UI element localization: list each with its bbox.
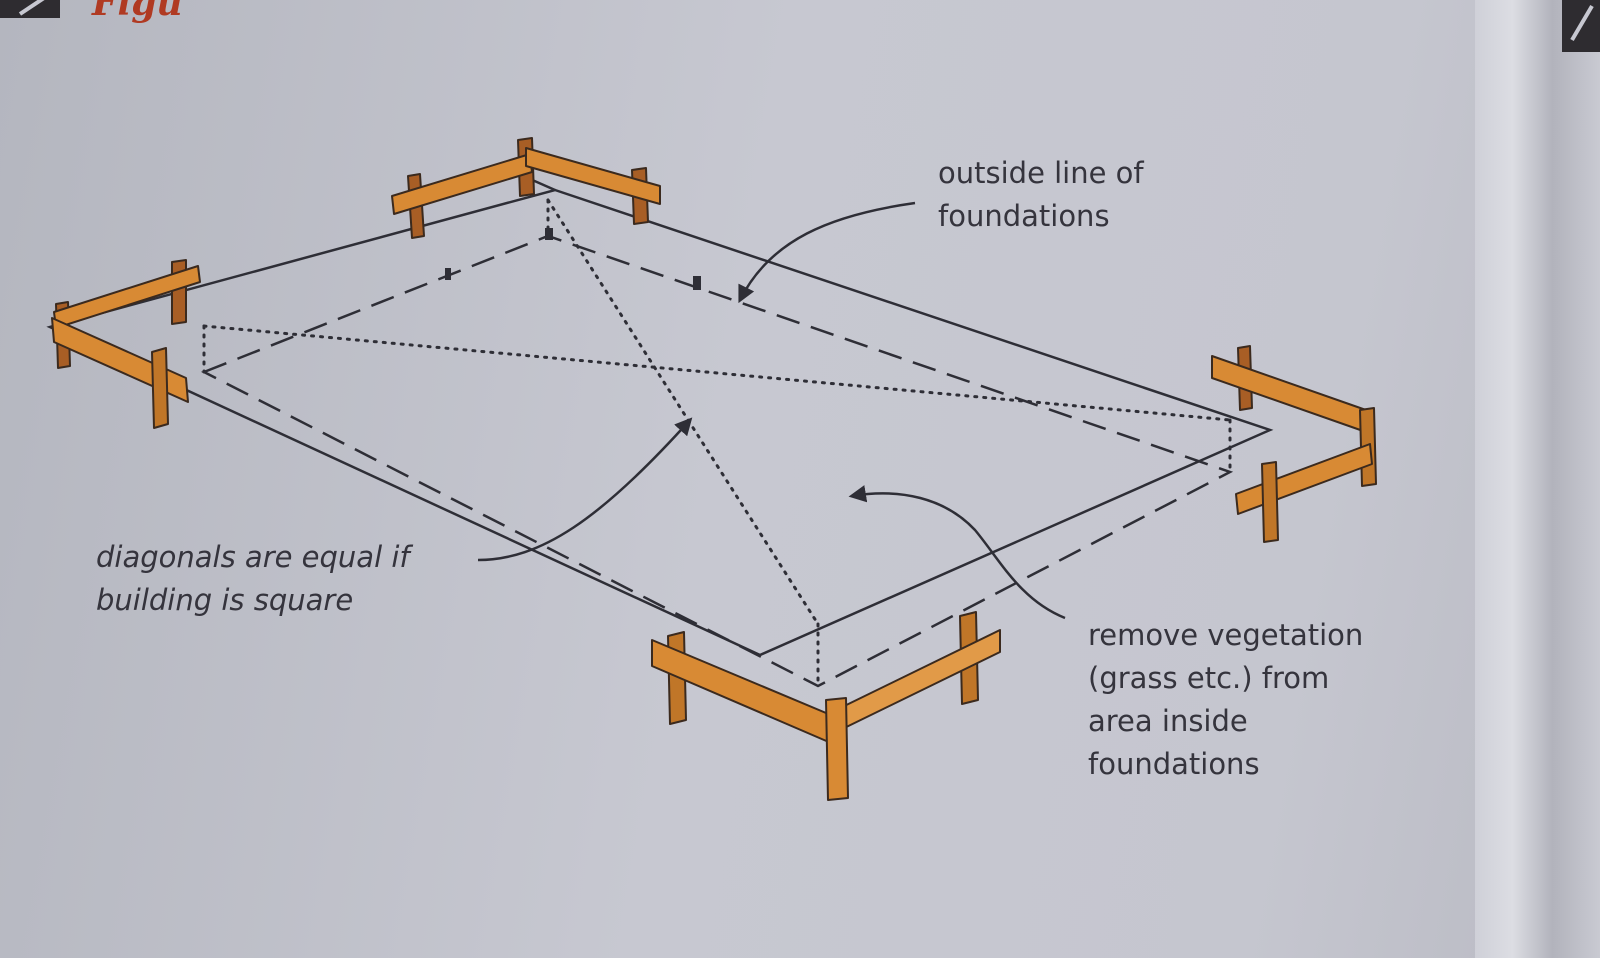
remove-vegetation-label-line-1: remove vegetation (1088, 618, 1364, 652)
page-corner-icon (1562, 0, 1600, 52)
marker-pegs (445, 228, 701, 290)
outside-line-label: outside line of foundations (938, 152, 1144, 238)
corner-badge-icon (0, 0, 60, 18)
diagonals-label: diagonals are equal if building is squar… (96, 536, 410, 622)
remove-vegetation-label-line-4: foundations (1088, 747, 1260, 781)
outside-line-label-line-2: foundations (938, 199, 1110, 233)
remove-vegetation-label-line-2: (grass etc.) from (1088, 661, 1330, 695)
arrow-outside-line (738, 201, 916, 304)
profile-board-bottom (651, 611, 1001, 801)
profile-board-left (51, 259, 201, 429)
remove-vegetation-label-line-3: area inside (1088, 704, 1248, 738)
diagonal-line-2 (546, 198, 820, 626)
inside-foundation-line (200, 234, 1234, 688)
remove-vegetation-label: remove vegetation (grass etc.) from area… (1088, 614, 1363, 786)
profile-board-right (1211, 345, 1377, 543)
profile-board-top (391, 137, 661, 239)
arrow-diagonals (477, 417, 693, 562)
leader-arrows (477, 201, 1066, 620)
diagonal-line-1 (202, 324, 1232, 422)
outside-line-label-line-1: outside line of (938, 156, 1144, 190)
diagonals-label-line-2: building is square (96, 583, 354, 617)
page-spine-shadow (1475, 0, 1600, 958)
diagonals (202, 198, 1232, 688)
figure-title: Figu (92, 0, 183, 24)
diagonals-label-line-1: diagonals are equal if (96, 540, 410, 574)
arrow-remove-vegetation (848, 485, 1066, 620)
